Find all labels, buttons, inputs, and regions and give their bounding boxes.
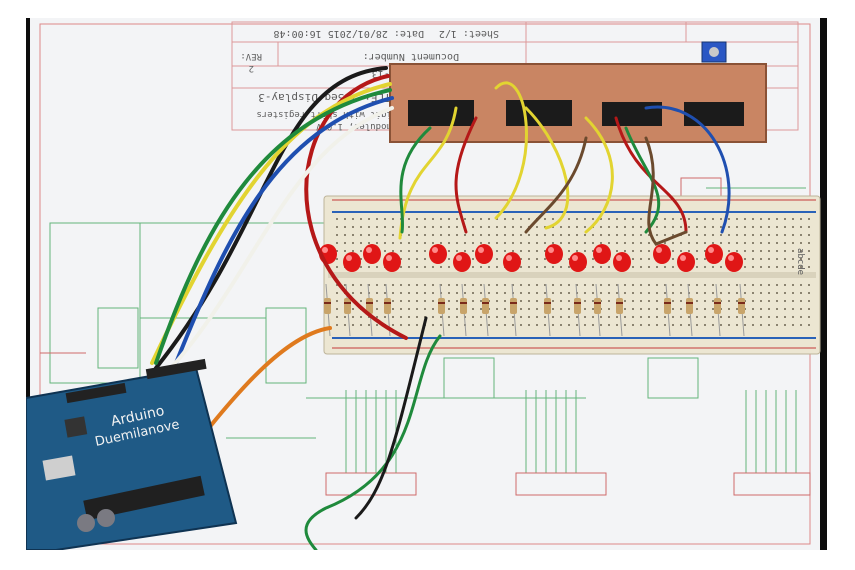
red-led: [383, 252, 401, 272]
red-led: [613, 252, 631, 272]
doc-label-text: Document Number:: [363, 51, 459, 62]
resistor-row: [324, 283, 745, 337]
red-led: [503, 252, 521, 272]
led-row: [319, 244, 743, 272]
resistor: [574, 283, 581, 337]
arduino-board: Arduino Duemilanove: [26, 358, 238, 550]
resistor: [366, 283, 373, 337]
resistor: [594, 283, 601, 337]
photo: Date: 28/01/2015 16:00:48 Sheet: 1/2 Doc…: [26, 18, 827, 550]
rev-text: 2: [249, 63, 254, 73]
breadboard: abcde: [323, 195, 821, 355]
resistor: [544, 283, 551, 337]
red-led: [545, 244, 563, 264]
red-led: [569, 252, 587, 272]
resistor: [482, 283, 489, 337]
wire-green-long: [304, 334, 442, 550]
ic-chip: [602, 102, 662, 126]
ic-chip: [408, 100, 474, 126]
sheet-text: Sheet: 1/2: [439, 28, 499, 39]
wire-yellow: [150, 82, 392, 365]
red-led: [677, 252, 695, 272]
red-led: [653, 244, 671, 264]
resistor: [510, 283, 517, 337]
wire-blue: [174, 96, 394, 365]
resistor: [438, 283, 445, 337]
wire-green: [154, 88, 392, 365]
red-led: [453, 252, 471, 272]
breadboard-label: abcde: [795, 248, 805, 275]
red-led: [593, 244, 611, 264]
resistor: [616, 283, 623, 337]
resistor: [686, 283, 693, 337]
resistor: [460, 283, 467, 337]
resistor: [738, 283, 745, 337]
wire-red: [304, 74, 408, 340]
red-led: [429, 244, 447, 264]
date-text: Date: 28/01/2015 16:00:48: [273, 28, 424, 39]
microcontroller-chip: [83, 475, 205, 521]
wire-white: [160, 106, 394, 380]
ic-chip: [684, 102, 744, 126]
wire-black-long: [354, 316, 428, 520]
schematic-connectors: [40, 177, 811, 496]
rev-label-text: REV:: [240, 51, 262, 61]
red-led: [475, 244, 493, 264]
pcb-board: [389, 41, 767, 143]
desc1-text: LED display x 4 digit with shift registe…: [256, 109, 484, 119]
red-led: [343, 252, 361, 272]
red-led: [705, 244, 723, 264]
red-led: [363, 244, 381, 264]
resistor: [714, 283, 721, 337]
resistor: [664, 283, 671, 337]
red-led: [725, 252, 743, 272]
